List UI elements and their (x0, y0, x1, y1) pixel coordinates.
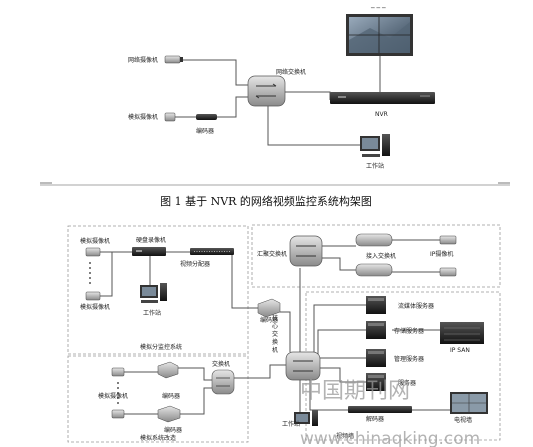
wire-splitter-to-encoder (231, 254, 260, 309)
tv-wall-label: 电视墙 (454, 416, 472, 424)
svg-text:换: 换 (272, 338, 278, 346)
wire-encoder-to-switch (217, 96, 248, 118)
figure-1-caption: 图 1 基于 NVR 的网络视频监控系统构架图 (160, 194, 372, 208)
video-splitter-label: 视频分配器 (180, 260, 210, 268)
wire-core-to-decoder (309, 380, 348, 411)
ip-camera-2-icon (439, 267, 457, 277)
lt-workstation-label: 工作站 (143, 309, 161, 317)
access-switch-1-icon (355, 233, 393, 247)
lb-analog-camera-a-icon (111, 367, 125, 377)
center-workstation-label: 工作站 (282, 420, 300, 428)
svg-text:机: 机 (272, 346, 278, 354)
lt-analog-camera-2-label: 模拟摄像机 (80, 303, 110, 311)
watermark: 中国期刊网 www.chinaqking.com (300, 379, 480, 447)
svg-text:心: 心 (272, 323, 278, 330)
lb-switch-icon (211, 369, 235, 395)
ip-san-icon (440, 322, 484, 344)
access-switch-2-icon (355, 263, 393, 277)
center-bottom-text: 视频墙 (336, 432, 354, 440)
analog-camera-1-icon (85, 247, 101, 257)
analog-camera-label: 模拟摄像机 (128, 113, 158, 121)
nvr-icon (330, 92, 435, 104)
wire-encoder-to-core (280, 311, 291, 352)
video-splitter-icon (190, 248, 234, 255)
center-encoder-icon (257, 298, 281, 318)
watermark-url: www.chinaqking.com (300, 429, 480, 447)
other-server-label: 服务器 (398, 379, 416, 387)
dvr-icon (132, 247, 166, 256)
svg-text:交: 交 (272, 330, 278, 338)
tv-wall-icon (450, 392, 488, 414)
video-wall-icon (346, 14, 413, 56)
analog-camera-2-icon (85, 291, 101, 301)
lb-encoder-1-icon (157, 361, 179, 379)
wire-enc2-to-switch (180, 387, 212, 415)
network-switch-icon (247, 75, 286, 107)
lb-encoder-2-icon (157, 405, 181, 423)
lb-switch-label: 交换机 (212, 360, 230, 368)
streaming-server-label: 流媒体服务器 (398, 302, 434, 310)
wire-agg-to-access-2 (322, 257, 356, 271)
encoder-icon (196, 114, 217, 120)
encoder-label: 编码器 (196, 127, 214, 135)
ip-camera-1-label: IP摄像机 (430, 250, 453, 258)
wire-analog2-to-dvr (100, 252, 113, 297)
decoder-icon (348, 406, 412, 413)
storage-server-label: 存储服务器 (394, 327, 424, 335)
decoder-label: 解码器 (366, 415, 384, 423)
ip-san-label: IP SAN (450, 347, 470, 354)
network-camera-icon (164, 55, 183, 64)
lb-analog-camera-b-icon (111, 409, 125, 419)
watermark-cn: 中国期刊网 (300, 379, 410, 404)
group-analog-sub-monitoring (67, 225, 249, 355)
lb-encoder-2-label: 编码器 (164, 426, 182, 434)
aggregation-switch-label: 汇聚交换机 (257, 250, 287, 258)
wire-switch-to-workstation (267, 106, 360, 146)
ip-camera-1-icon (439, 235, 457, 245)
center-workstation-icon (294, 410, 318, 426)
other-server-icon (366, 373, 386, 391)
workstation-icon (360, 134, 390, 157)
figure-1: 网络摄像机 模拟摄像机 编码器 网络交换机 ─ ─ ─ (40, 5, 510, 186)
wire-core-to-storage (317, 329, 366, 354)
network-switch-label: 网络交换机 (276, 68, 306, 76)
nvr-label: NVR (375, 111, 388, 118)
streaming-server-icon (366, 296, 386, 314)
lt-workstation-icon (140, 283, 167, 303)
figure-2: 模拟摄像机 模拟摄像机 硬盘录像机 视频分配器 工作站 模拟分监控系统 模 (67, 224, 501, 443)
lb-group-title: 模拟系统改造 (140, 434, 176, 442)
video-wall-top-text: ─ ─ ─ (370, 5, 386, 12)
wire-switch-to-core (232, 364, 286, 379)
management-server-icon (366, 349, 386, 367)
group-analog-retrofit (67, 355, 249, 443)
dvr-label: 硬盘录像机 (136, 236, 166, 244)
lb-encoder-1-label: 编码器 (162, 392, 180, 400)
network-camera-label: 网络摄像机 (128, 56, 158, 64)
wire-enc1-to-switch (178, 367, 212, 381)
storage-server-icon (366, 321, 386, 339)
workstation-label: 工作站 (366, 162, 384, 170)
core-switch-label: 核 心 交 换 机 (272, 314, 278, 354)
wire-core-to-other (320, 367, 366, 383)
core-switch-icon (285, 351, 321, 381)
access-switch-label: 接入交换机 (366, 252, 396, 260)
lt-group-title: 模拟分监控系统 (140, 343, 182, 351)
wire-core-to-streaming (313, 304, 366, 352)
lb-analog-camera-label: 模拟摄像机 (98, 392, 128, 400)
center-encoder-label: 编码器 (260, 316, 278, 324)
svg-text:核: 核 (272, 314, 278, 322)
management-server-label: 管理服务器 (394, 355, 424, 363)
aggregation-switch-icon (289, 235, 323, 267)
wire-camera-to-switch (183, 59, 248, 86)
analog-camera-icon (164, 112, 176, 122)
wire-switch-to-nvr (285, 91, 331, 100)
lt-analog-camera-1-label: 模拟摄像机 (80, 237, 110, 245)
